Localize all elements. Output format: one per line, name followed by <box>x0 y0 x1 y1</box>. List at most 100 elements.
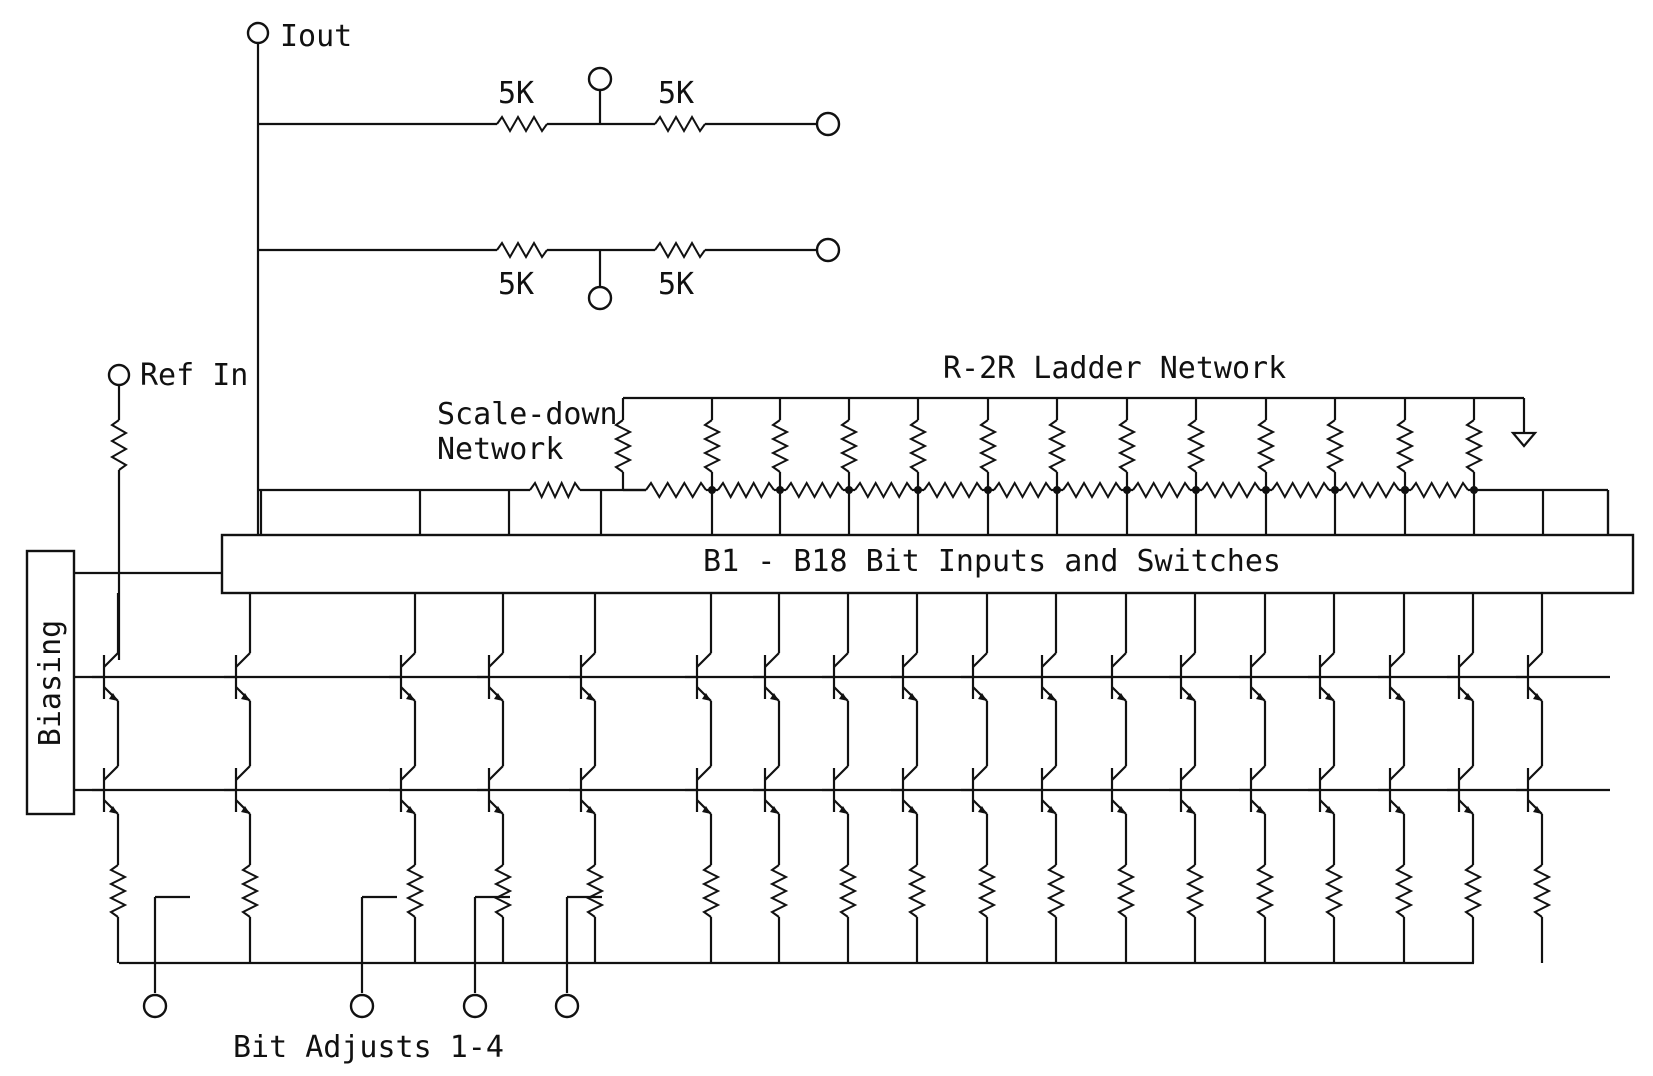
emitter-resistor <box>838 864 858 918</box>
emitter-resistor <box>769 864 789 918</box>
lower-5k-divider: 5K 5K <box>258 237 841 311</box>
source-transistor <box>1308 765 1335 815</box>
ladder-shunt-resistor <box>1395 419 1415 473</box>
ladder-series-resistor <box>785 480 844 500</box>
upper-end-terminal[interactable] <box>815 111 841 137</box>
ref-in-label: Ref In <box>140 358 248 393</box>
source-transistor <box>92 765 119 815</box>
switch-transistor <box>569 652 596 702</box>
label-5k-upper-left: 5K <box>498 76 534 111</box>
source-transistor <box>477 765 504 815</box>
lower-tap-terminal[interactable] <box>587 285 613 311</box>
emitter-resistor <box>585 864 605 918</box>
resistor-5k-upper-left <box>496 114 548 134</box>
switch-transistor <box>685 652 712 702</box>
switch-transistor <box>1447 652 1474 702</box>
resistor-5k-upper-right <box>654 114 706 134</box>
switch-transistor <box>891 652 918 702</box>
ladder-shunt-resistor <box>1186 419 1206 473</box>
bit-adjusts-label: Bit Adjusts 1-4 <box>233 1030 504 1065</box>
source-transistor <box>685 765 712 815</box>
ladder-series-resistor <box>1132 480 1191 500</box>
bit-adjust-terminal <box>142 993 168 1019</box>
source-transistor <box>1378 765 1405 815</box>
scale-down-label-line2: Network <box>437 432 563 467</box>
switch-transistor <box>477 652 504 702</box>
switch-transistor <box>1030 652 1057 702</box>
switch-transistor <box>224 652 251 702</box>
resistor-5k-lower-right <box>654 240 706 260</box>
emitter-resistor <box>240 864 260 918</box>
ladder-series-resistor <box>645 481 707 499</box>
source-transistor <box>389 765 416 815</box>
emitter-resistor <box>1046 864 1066 918</box>
switch-transistor <box>961 652 988 702</box>
ladder-shunt-resistor <box>770 419 790 473</box>
emitter-resistor <box>1463 864 1483 918</box>
ladder-series-resistor <box>1340 480 1400 500</box>
switch-transistor <box>822 652 849 702</box>
bit-adjust-terminals <box>142 895 602 1019</box>
ladder-series-resistor <box>717 480 775 500</box>
source-transistor <box>1447 765 1474 815</box>
label-5k-lower-left: 5K <box>498 267 534 302</box>
biasing-label: Biasing <box>33 620 68 746</box>
source-transistor <box>1169 765 1196 815</box>
source-transistor <box>1239 765 1266 815</box>
switch-transistor <box>1516 652 1543 702</box>
bit-adjust-terminal <box>462 993 488 1019</box>
source-transistor <box>822 765 849 815</box>
ladder-shunt-resistor <box>702 419 722 473</box>
ladder-shunt-resistor <box>1256 419 1276 473</box>
emitter-resistor <box>1185 864 1205 918</box>
ladder-shunt-resistor <box>1325 419 1345 473</box>
ladder-series-resistor <box>854 480 913 500</box>
emitter-resistor <box>405 864 425 918</box>
ladder-series-resistor <box>923 480 983 500</box>
ref-in-terminal[interactable] <box>107 363 131 387</box>
source-transistor <box>753 765 780 815</box>
emitter-resistor <box>1255 864 1275 918</box>
source-transistor <box>569 765 596 815</box>
ladder-shunt-resistor <box>839 419 859 473</box>
label-5k-upper-right: 5K <box>658 76 694 111</box>
emitter-resistor <box>108 864 128 918</box>
resistor-5k-lower-left <box>496 240 548 260</box>
ladder-series-resistor <box>1201 480 1261 500</box>
switch-transistor <box>1308 652 1335 702</box>
ladder-shunt-resistor <box>1464 419 1484 473</box>
ladder-shunt-resistor <box>978 419 998 473</box>
iout-terminal[interactable] <box>246 21 270 45</box>
upper-tap-terminal[interactable] <box>587 66 613 92</box>
ladder-series-resistor <box>993 480 1052 500</box>
switch-transistor <box>1100 652 1127 702</box>
emitter-resistor <box>1532 864 1552 918</box>
current-source-array <box>74 593 1610 965</box>
lower-end-terminal[interactable] <box>815 237 841 263</box>
source-transistor <box>224 765 251 815</box>
source-transistor <box>891 765 918 815</box>
source-transistor <box>961 765 988 815</box>
emitter-resistor <box>977 864 997 918</box>
bit-inputs-block <box>220 533 1635 595</box>
r2r-ladder <box>258 396 1610 535</box>
bit-adjust-terminal <box>349 993 375 1019</box>
iout-label: Iout <box>280 19 352 54</box>
ladder-shunt-resistor <box>1117 419 1137 473</box>
emitter-resistor <box>493 864 513 918</box>
ladder-shunt-resistor <box>908 419 928 473</box>
ref-in-resistor <box>109 419 129 471</box>
ladder-shunt-resistor <box>613 419 633 473</box>
switch-transistor <box>92 652 119 702</box>
switch-transistor <box>389 652 416 702</box>
ladder-series-resistor <box>1062 480 1122 500</box>
ladder-series-resistor <box>1271 480 1330 500</box>
upper-5k-divider: 5K 5K <box>258 66 841 137</box>
scale-down-series-resistor <box>529 480 581 500</box>
switch-transistor <box>1169 652 1196 702</box>
bit-inputs-label: B1 - B18 Bit Inputs and Switches <box>703 544 1281 579</box>
ladder-shunt-resistor <box>1047 419 1067 473</box>
source-transistor <box>1030 765 1057 815</box>
